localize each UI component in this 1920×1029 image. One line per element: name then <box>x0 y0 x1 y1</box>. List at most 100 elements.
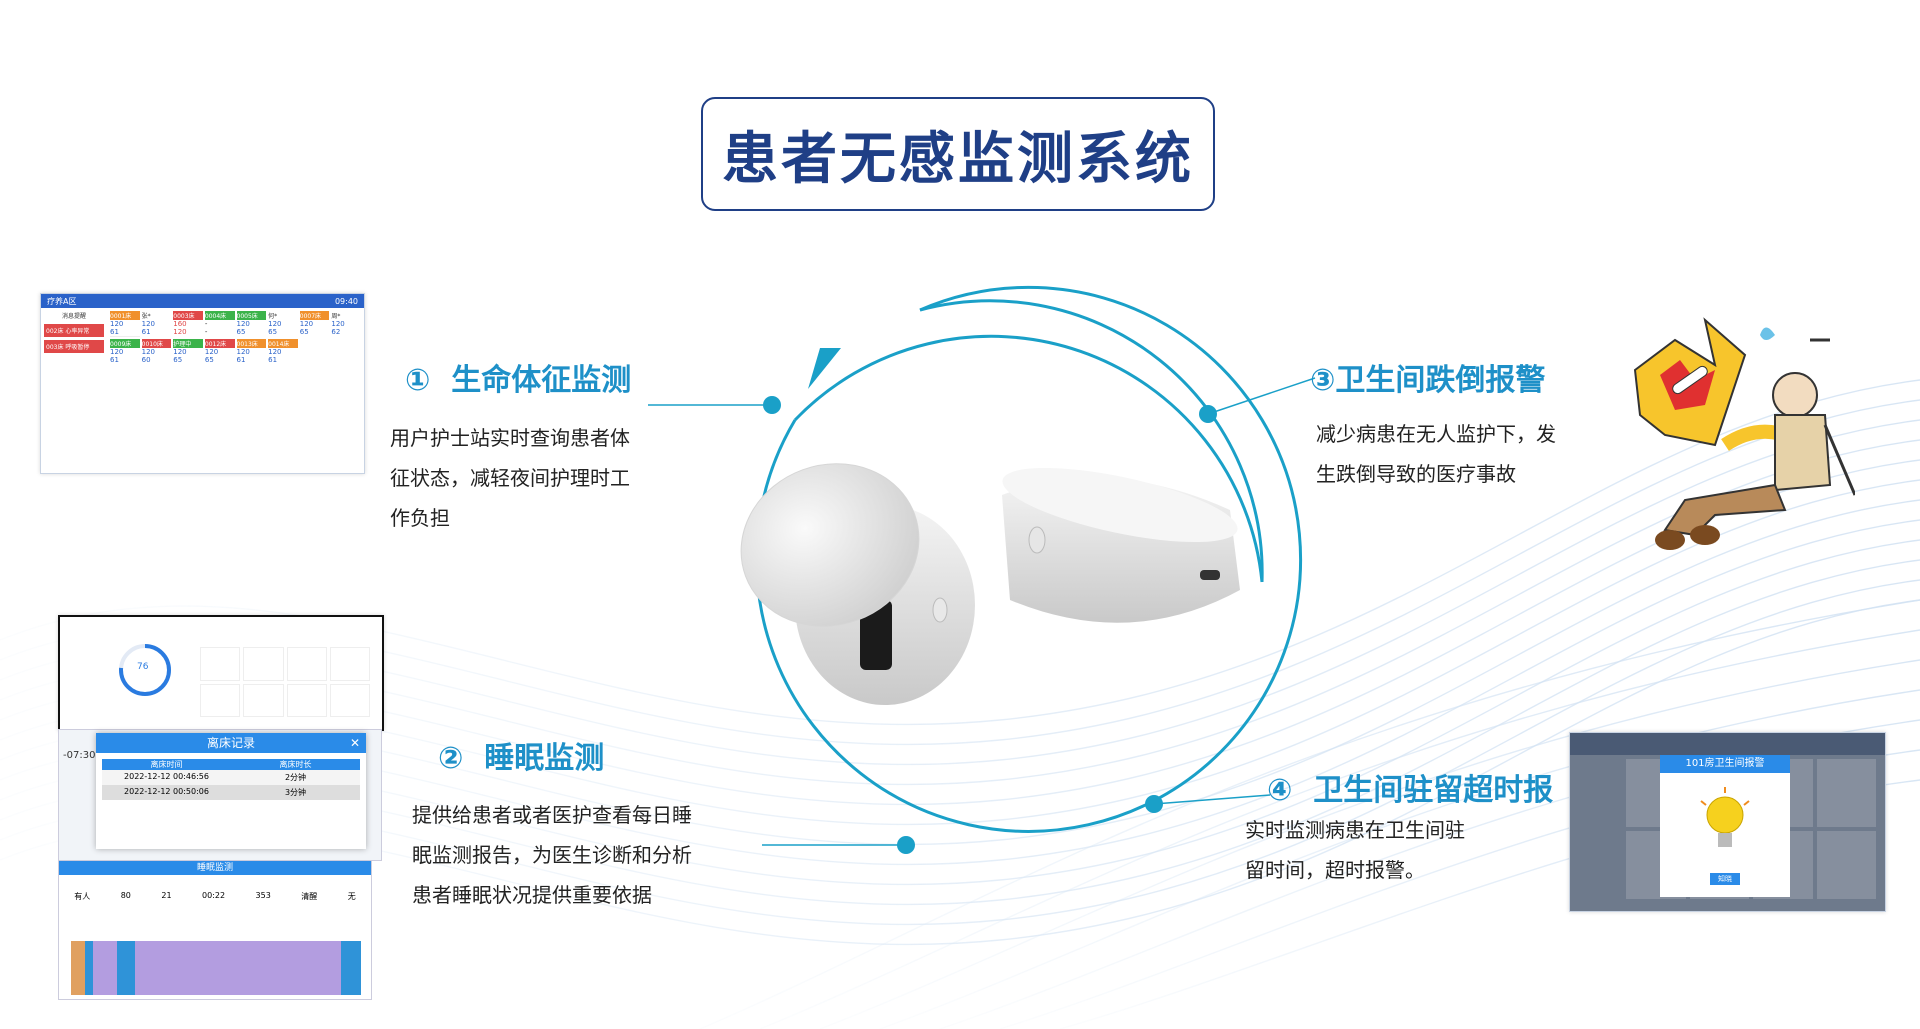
col-header: 离床时间 <box>150 760 183 769</box>
alarm-dialog: 101房卫生间报警 知晓 <box>1660 755 1790 897</box>
title-box: 患者无感监测系统 <box>701 97 1215 211</box>
section-2-number: ② <box>438 741 464 776</box>
panel-title: 睡眠监测 <box>196 863 233 873</box>
desc-line: 提供给患者或者医护查看每日睡 <box>412 803 692 827</box>
sleep-score-ring <box>119 644 171 696</box>
desc-line: 留时间，超时报警。 <box>1245 858 1425 882</box>
section-4-desc: 实时监测病患在卫生间驻 留时间，超时报警。 <box>1245 810 1525 890</box>
alert-menu: 消息提醒 002床 心率异常 003床 呼吸暂停 <box>41 308 107 367</box>
section-4-number: ④ <box>1267 773 1293 808</box>
section-2-desc: 提供给患者或者医护查看每日睡 眠监测报告，为医生诊断和分析 患者睡眠状况提供重要… <box>412 795 742 915</box>
alert-item[interactable]: 002床 心率异常 <box>44 324 104 337</box>
desc-line: 生跌倒导致的医疗事故 <box>1316 462 1516 486</box>
bone-icon <box>1672 365 1708 395</box>
usb-port-icon <box>1200 570 1220 580</box>
close-icon[interactable]: ✕ <box>349 736 360 750</box>
section-3-number: ③ <box>1310 363 1336 398</box>
desc-line: 患者睡眠状况提供重要依据 <box>412 883 652 907</box>
nurse-badge: 护理中 <box>173 339 203 348</box>
cycle-arc-top <box>793 334 1264 583</box>
table-row: 2022-12-12 00:46:56 2分钟 <box>102 770 360 785</box>
table-row: 2022-12-12 00:50:06 3分钟 <box>102 785 360 800</box>
section-3-heading: 卫生间跌倒报警 <box>1335 363 1546 398</box>
section-3-desc: 减少病患在无人监护下，发 生跌倒导致的医疗事故 <box>1316 414 1616 494</box>
connector-dot-3 <box>1199 405 1217 423</box>
time-label: -07:30) <box>63 750 100 761</box>
section-3-title: ③卫生间跌倒报警 <box>1310 355 1545 399</box>
desc-line: 减少病患在无人监护下，发 <box>1316 422 1556 446</box>
desc-line: 实时监测病患在卫生间驻 <box>1245 818 1465 842</box>
alert-item[interactable]: 003床 呼吸暂停 <box>44 340 104 353</box>
connector-4 <box>1153 794 1271 805</box>
desc-line: 作负担 <box>390 506 450 530</box>
elder-head <box>1772 372 1818 418</box>
desc-line: 眠监测报告，为医生诊断和分析 <box>412 843 692 867</box>
sweat-drop-icon <box>1760 327 1775 340</box>
cycle-arc-right <box>919 299 1264 583</box>
wall-mount-disc <box>740 463 920 627</box>
sensor-devices <box>740 463 1240 705</box>
elder-shoe <box>1690 525 1720 545</box>
elder-body <box>1774 414 1832 492</box>
area-name: 疗养A区 <box>47 296 77 306</box>
connector-dot-4 <box>1145 795 1163 813</box>
section-2-heading: 睡眠监测 <box>484 741 605 776</box>
dashboard-header: 疗养A区 09:40 <box>41 294 364 308</box>
col-header: 离床时长 <box>279 760 312 769</box>
section-1-desc: 用户护士站实时查询患者体 征状态，减轻夜间护理时工 作负担 <box>390 418 690 538</box>
alarm-title: 101房卫生间报警 <box>1660 755 1790 773</box>
wall-mount-button <box>932 597 948 623</box>
modal-title: 离床记录 <box>206 736 255 750</box>
fall-illustration <box>1633 317 1855 550</box>
section-1-heading: 生命体征监测 <box>451 363 632 398</box>
connector-dot-2 <box>897 836 915 854</box>
sleep-score: 76 <box>137 662 149 672</box>
acknowledge-button[interactable]: 知晓 <box>1710 873 1740 885</box>
toilet-alarm-screenshot: 101房卫生间报警 知晓 <box>1569 732 1886 912</box>
bed-tile[interactable]: 0004床-- <box>204 311 235 337</box>
wall-mount-sensor-window <box>860 600 892 670</box>
lightbulb-icon <box>1700 787 1750 847</box>
alarm-bg-header <box>1570 733 1885 755</box>
sleep-report-screenshot: 76 <box>58 615 384 731</box>
elder-legs <box>1663 483 1787 537</box>
page-title: 患者无感监测系统 <box>722 126 1194 192</box>
clock: 09:40 <box>334 296 358 306</box>
desc-line: 征状态，减轻夜间护理时工 <box>390 466 630 490</box>
desc-line: 用户护士站实时查询患者体 <box>390 426 630 450</box>
sleep-stage-chart <box>71 941 361 995</box>
elder-shoe <box>1655 530 1685 550</box>
section-1-title: ① 生命体征监测 <box>405 355 631 399</box>
panel-header: 睡眠监测 <box>59 861 371 875</box>
modal-header: 离床记录 ✕ <box>96 733 366 753</box>
sleep-stat-grid <box>200 647 370 717</box>
cycle-arc-main <box>755 285 1302 833</box>
cycle-arrow-head <box>808 348 841 389</box>
section-1-number: ① <box>405 363 431 398</box>
section-4-title: ④ 卫生间驻留超时报 <box>1267 765 1567 809</box>
connector-dot-1 <box>763 396 781 414</box>
ceiling-device-button <box>1028 526 1046 554</box>
ceiling-device-top <box>1002 467 1238 543</box>
leave-bed-modal: 离床记录 ✕ 离床时间 离床时长 2022-12-12 00:46:56 2分钟… <box>96 733 366 849</box>
menu-title: 消息提醒 <box>61 313 86 320</box>
section-4-heading: 卫生间驻留超时报 <box>1313 773 1554 808</box>
connector-3 <box>1207 377 1316 415</box>
